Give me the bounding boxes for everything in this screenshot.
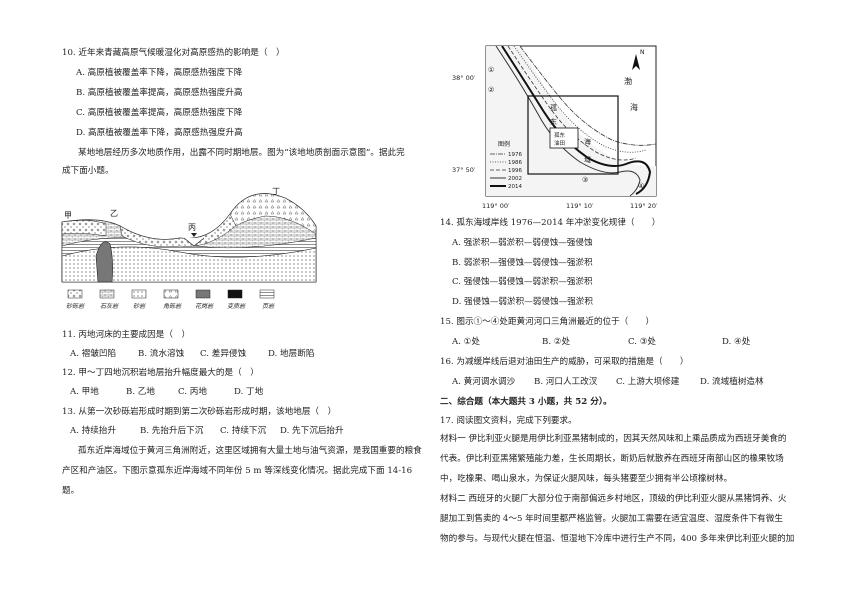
legend-swatch-shale bbox=[259, 289, 275, 299]
q16-stem: 16. 为减缓岸线后退对油田生产的威胁，可采取的措施是（ ） bbox=[440, 357, 689, 367]
material2-line2: 腿加工到售卖的 4～5 年时间里都严格监管。火腿加工需要在适宜温度、湿度条件下有… bbox=[440, 514, 783, 524]
material2-line1: 材料二 西班牙的火腿厂大部分位于南部偏远乡村地区，顶级的伊比利亚火腿从黑猪饲养、… bbox=[440, 494, 787, 504]
coastline-1976 bbox=[519, 45, 657, 146]
legend-swatch-granite bbox=[195, 289, 211, 299]
area-label-1: 孤 bbox=[550, 103, 557, 112]
q15-option-c: C. ③处 bbox=[628, 337, 657, 347]
material1-line2: 代表。伊比利亚黑猪繁殖能力差，生长周期长，断奶后就散养在西班牙南部山区的橡果牧场 bbox=[440, 454, 784, 464]
legend-swatch-conglomerate bbox=[67, 289, 83, 299]
section-2-heading: 二、综合题（本大题共 3 小题，共 52 分）。 bbox=[440, 397, 612, 407]
q12-option-b: B. 乙地 bbox=[126, 387, 155, 397]
legend-label-shale: 页岩 bbox=[262, 302, 275, 310]
q15-option-b: B. ②处 bbox=[542, 337, 571, 347]
label-yi: 乙 bbox=[110, 209, 118, 218]
q15-stem: 15. 图示①～④处距黄河河口三角洲最近的位于（ ） bbox=[440, 317, 655, 327]
material1-line3: 中，吃橡果、喝山泉水，为保证火腿风味，每头猪要至少拥有半公顷橡树林。 bbox=[440, 474, 733, 484]
q16-option-c: C. 上游大坝修建 bbox=[616, 377, 680, 387]
legend-year-2014: 2014 bbox=[508, 184, 522, 190]
q10-stem: 10. 近年来青藏高原气候暖湿化对高原感热的影响是（ ） bbox=[62, 48, 285, 58]
q13-stem: 13. 从第一次砂砾岩形成时期到第二次砂砾岩形成时期，该地地层（ ） bbox=[62, 407, 337, 417]
q14-option-b: B. 弱淤积—强侵蚀—弱侵蚀—强淤积 bbox=[452, 258, 593, 268]
lat-bottom-label: 37° 50′ bbox=[452, 166, 476, 174]
sea-label-2: 海 bbox=[630, 102, 638, 112]
q17-stem: 17. 阅读图文资料，完成下列要求。 bbox=[440, 416, 577, 426]
q15-option-a: A. ①处 bbox=[452, 337, 480, 347]
legend-label-metamorphic: 变质岩 bbox=[227, 302, 246, 310]
legend-year-1996: 1996 bbox=[508, 168, 522, 174]
label-jia: 甲 bbox=[64, 211, 72, 220]
area-label-4: 域 bbox=[584, 155, 591, 164]
area-label-3: 海 bbox=[584, 137, 591, 146]
sea-label-1: 渤 bbox=[624, 76, 632, 86]
oilfield-label-1: 孤东 bbox=[554, 131, 566, 139]
north-label: N bbox=[640, 49, 645, 56]
q15-option-d: D. ④处 bbox=[722, 337, 751, 347]
intro1-line1: 某地地层经历多次地质作用，出露不同时期地层。图为“该地地质剖面示意图”。据此完 bbox=[78, 148, 405, 158]
q14-option-c: C. 强侵蚀—弱侵蚀—弱淤积—强淤积 bbox=[452, 277, 593, 287]
legend-title: 图例 bbox=[498, 140, 510, 148]
q12-option-d: D. 丁地 bbox=[234, 387, 264, 397]
q16-option-d: D. 流域植树造林 bbox=[700, 377, 764, 387]
north-arrow-icon bbox=[632, 54, 640, 70]
intro1-line2: 成下面小题。 bbox=[62, 166, 114, 176]
q14-option-d: D. 强侵蚀—弱淤积—弱侵蚀—强淤积 bbox=[452, 297, 593, 307]
q10-option-a: A. 高原植被覆盖率下降，高原感热强度下降 bbox=[76, 68, 243, 78]
intro2-line1: 孤东近岸海域位于黄河三角洲附近，这里区域拥有大量土地与油气资源，是我国重要的粮食 bbox=[78, 446, 422, 456]
legend-swatch-breccia bbox=[163, 289, 179, 299]
coastline-2002 bbox=[495, 45, 641, 197]
legend-label-limestone: 石灰岩 bbox=[100, 302, 119, 310]
q11-stem: 11. 丙地河床的主要成因是（ ） bbox=[62, 330, 191, 340]
q12-option-c: C. 丙地 bbox=[178, 387, 207, 397]
label-bing: 丙 bbox=[188, 223, 196, 232]
q10-option-b: B. 高原植被覆盖率提高，高原感热强度升高 bbox=[76, 88, 243, 98]
legend-swatch-metamorphic bbox=[227, 289, 243, 299]
q13-option-b: B. 先抬升后下沉 bbox=[140, 426, 204, 436]
material2-line3: 物的参与。与现代火腿在恒温、恒湿地下冷库中进行生产不同，400 多年来伊比利亚火… bbox=[440, 534, 795, 544]
q14-stem: 14. 孤东海域岸线 1976—2014 年冲淤变化规律（ ） bbox=[440, 218, 661, 228]
q14-option-a: A. 强淤积—弱淤积—弱侵蚀—强侵蚀 bbox=[452, 238, 593, 248]
point-3: ③ bbox=[582, 176, 588, 184]
oilfield-label-2: 油田 bbox=[554, 139, 565, 147]
legend-label-sandstone: 砂岩 bbox=[133, 302, 146, 310]
material1-line1: 材料一 伊比利亚火腿是用伊比利亚黑猪制成的，因其天然风味和上乘品质成为西班牙美食… bbox=[440, 434, 787, 444]
lon-left-label: 119° 00′ bbox=[482, 202, 510, 210]
legend-label-breccia: 角砾岩 bbox=[163, 302, 182, 310]
lon-right-label: 119° 20′ bbox=[630, 202, 658, 210]
q12-option-a: A. 甲地 bbox=[70, 387, 99, 397]
legend-year-1986: 1986 bbox=[508, 160, 522, 166]
legend-year-2002: 2002 bbox=[508, 176, 522, 182]
lat-top-label: 38° 00′ bbox=[452, 74, 476, 82]
q13-option-c: C. 持续下沉 bbox=[220, 426, 267, 436]
q11-option-a: A. 褶皱凹陷 bbox=[70, 349, 117, 359]
q10-option-c: C. 高原植被覆盖率提高，高原感热强度下降 bbox=[76, 108, 243, 118]
q16-option-a: A. 黄河调水调沙 bbox=[452, 377, 516, 387]
q10-option-d: D. 高原植被覆盖率下降，高原感热强度升高 bbox=[76, 128, 243, 138]
coastline-2014 bbox=[501, 45, 652, 195]
legend-swatch-limestone bbox=[99, 289, 115, 299]
oilfield-box bbox=[549, 127, 579, 149]
lon-mid-label: 119° 10′ bbox=[566, 202, 594, 210]
coastline-map-figure: N 38° 00′ 37° 50′ 119° 00′ 119° 10′ 119°… bbox=[452, 45, 658, 210]
intro2-line3: 题。 bbox=[62, 486, 80, 496]
legend-label-conglomerate: 砂砾岩 bbox=[66, 302, 85, 310]
q11-option-d: D. 地层断陷 bbox=[268, 349, 315, 359]
legend-year-1976: 1976 bbox=[508, 152, 522, 158]
intro2-line2: 产区和产油区。下图示意孤东近岸海域不同年份 5 m 等深线变化情况。据此完成下面… bbox=[62, 466, 413, 476]
q16-option-b: B. 河口人工改汊 bbox=[534, 377, 598, 387]
study-area-box bbox=[527, 95, 619, 175]
point-4: ④ bbox=[638, 182, 644, 190]
q13-option-a: A. 持续抬升 bbox=[70, 426, 117, 436]
coastline-1986 bbox=[513, 45, 647, 153]
q12-stem: 12. 甲～丁四地沉积岩地层抬升幅度最大的是（ ） bbox=[62, 368, 259, 378]
geologic-section-figure: 甲 乙 丙 丁 砂砾岩 石灰岩 砂岩 角砾岩 花岗岩 变质岩 页岩 bbox=[61, 187, 317, 310]
q13-option-d: D. 先下沉后抬升 bbox=[280, 426, 344, 436]
point-1: ① bbox=[488, 66, 494, 74]
point-2: ② bbox=[488, 86, 494, 94]
legend-swatch-sandstone bbox=[131, 289, 147, 299]
label-ding: 丁 bbox=[272, 187, 280, 196]
area-label-2: 东 bbox=[550, 117, 557, 126]
q11-option-c: C. 差异侵蚀 bbox=[200, 349, 247, 359]
q11-option-b: B. 流水溶蚀 bbox=[138, 349, 185, 359]
legend-label-granite: 花岗岩 bbox=[195, 302, 214, 310]
